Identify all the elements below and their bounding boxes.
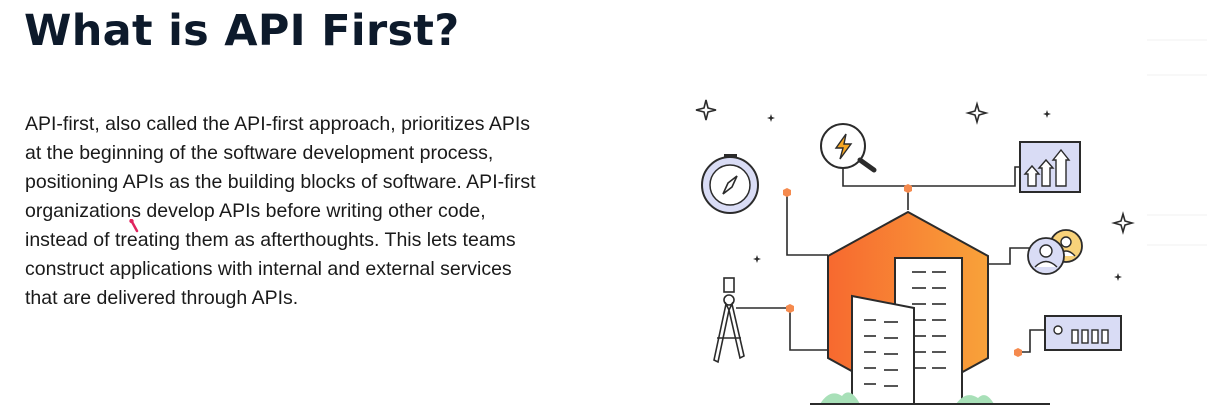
- description-paragraph: API-first, also called the API-first app…: [25, 110, 585, 313]
- description-line: API-first, also called the API-first app…: [25, 113, 531, 135]
- api-first-illustration: [695, 99, 1135, 405]
- lightning-search-icon: [820, 123, 877, 173]
- sparkle-icon: [695, 99, 1135, 235]
- background-lines: [1147, 39, 1207, 246]
- description-line: organizations develop APIs before writin…: [25, 200, 486, 222]
- drafting-compass-icon: [713, 277, 745, 364]
- description-line: construct applications with internal and…: [25, 258, 512, 280]
- page-title: What is API First?: [24, 6, 460, 56]
- server-module-icon: [1044, 315, 1122, 351]
- description-line: positioning APIs as the building blocks …: [25, 171, 536, 193]
- description-line: at the beginning of the software develop…: [25, 142, 494, 164]
- building-icon: [827, 210, 989, 405]
- description-line: that are delivered through APIs.: [25, 287, 299, 309]
- description-line: instead of treating them as afterthought…: [25, 229, 516, 251]
- ground: [810, 392, 1050, 405]
- growth-chart-icon: [1019, 141, 1081, 193]
- pen-cursor-icon: [129, 219, 139, 233]
- compass-icon: [701, 154, 759, 214]
- users-icon: [1027, 229, 1083, 275]
